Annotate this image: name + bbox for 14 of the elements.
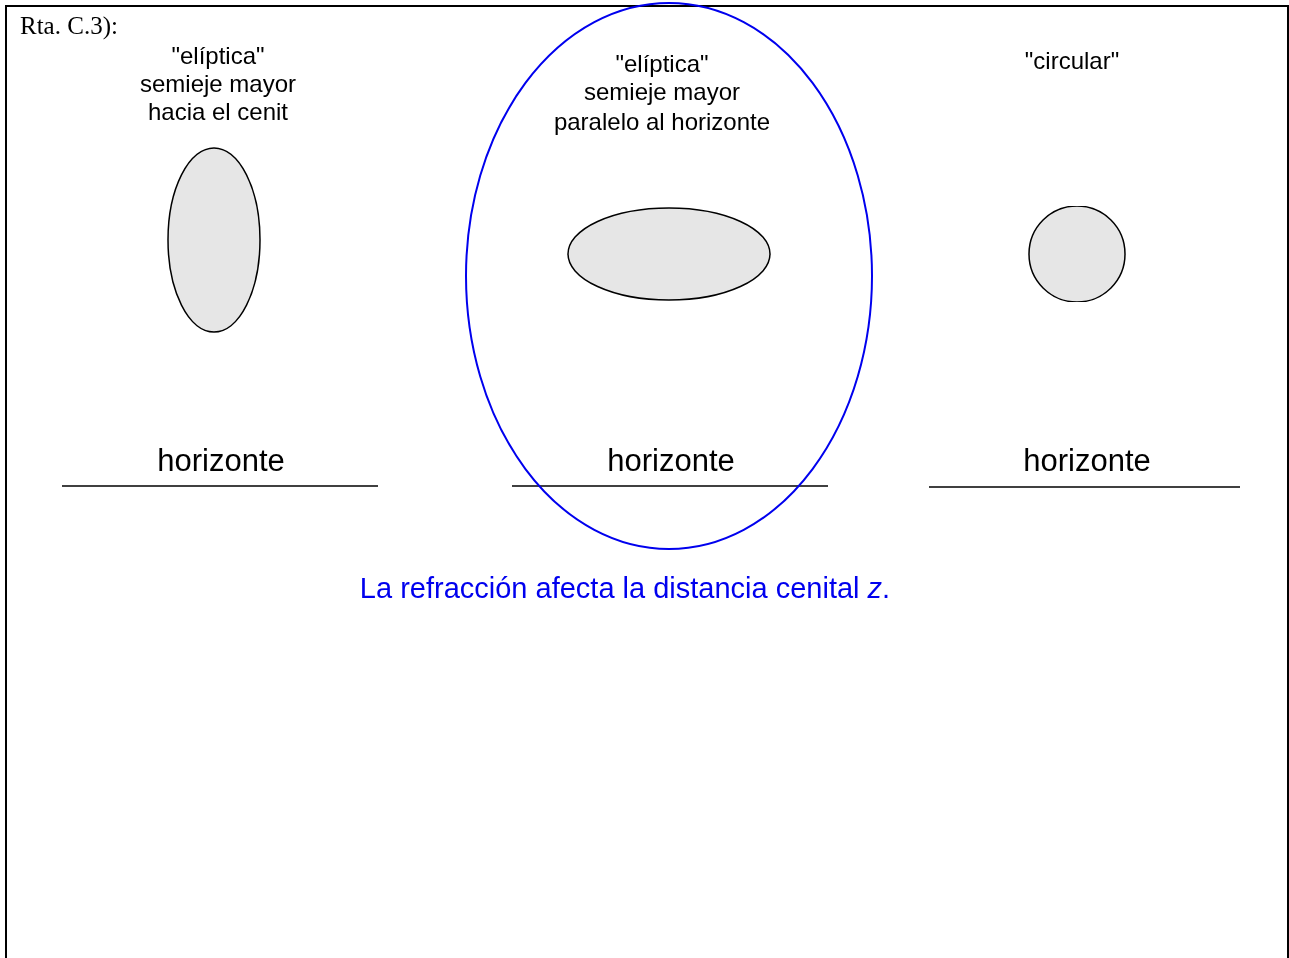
sun-disc-ellipse — [166, 146, 262, 334]
caption: La refracción afecta la distancia cenital z. — [358, 571, 892, 606]
shape-caption: semieje mayor — [582, 78, 741, 106]
horizon-label: horizonte — [606, 443, 736, 479]
horizon-label: horizonte — [1022, 443, 1152, 479]
shape-caption: "elíptica" — [170, 42, 266, 70]
sun-disc-ellipse — [566, 206, 772, 302]
shape-caption: paralelo al horizonte — [552, 108, 772, 136]
answer-title: Rta. C.3): — [20, 12, 118, 40]
shape-caption: semieje mayor — [138, 70, 297, 98]
shape-caption: "elíptica" — [614, 50, 710, 78]
shape-caption: "circular" — [1023, 47, 1121, 75]
horizon-label: horizonte — [156, 443, 286, 479]
shape-caption: hacia el cenit — [146, 98, 290, 126]
